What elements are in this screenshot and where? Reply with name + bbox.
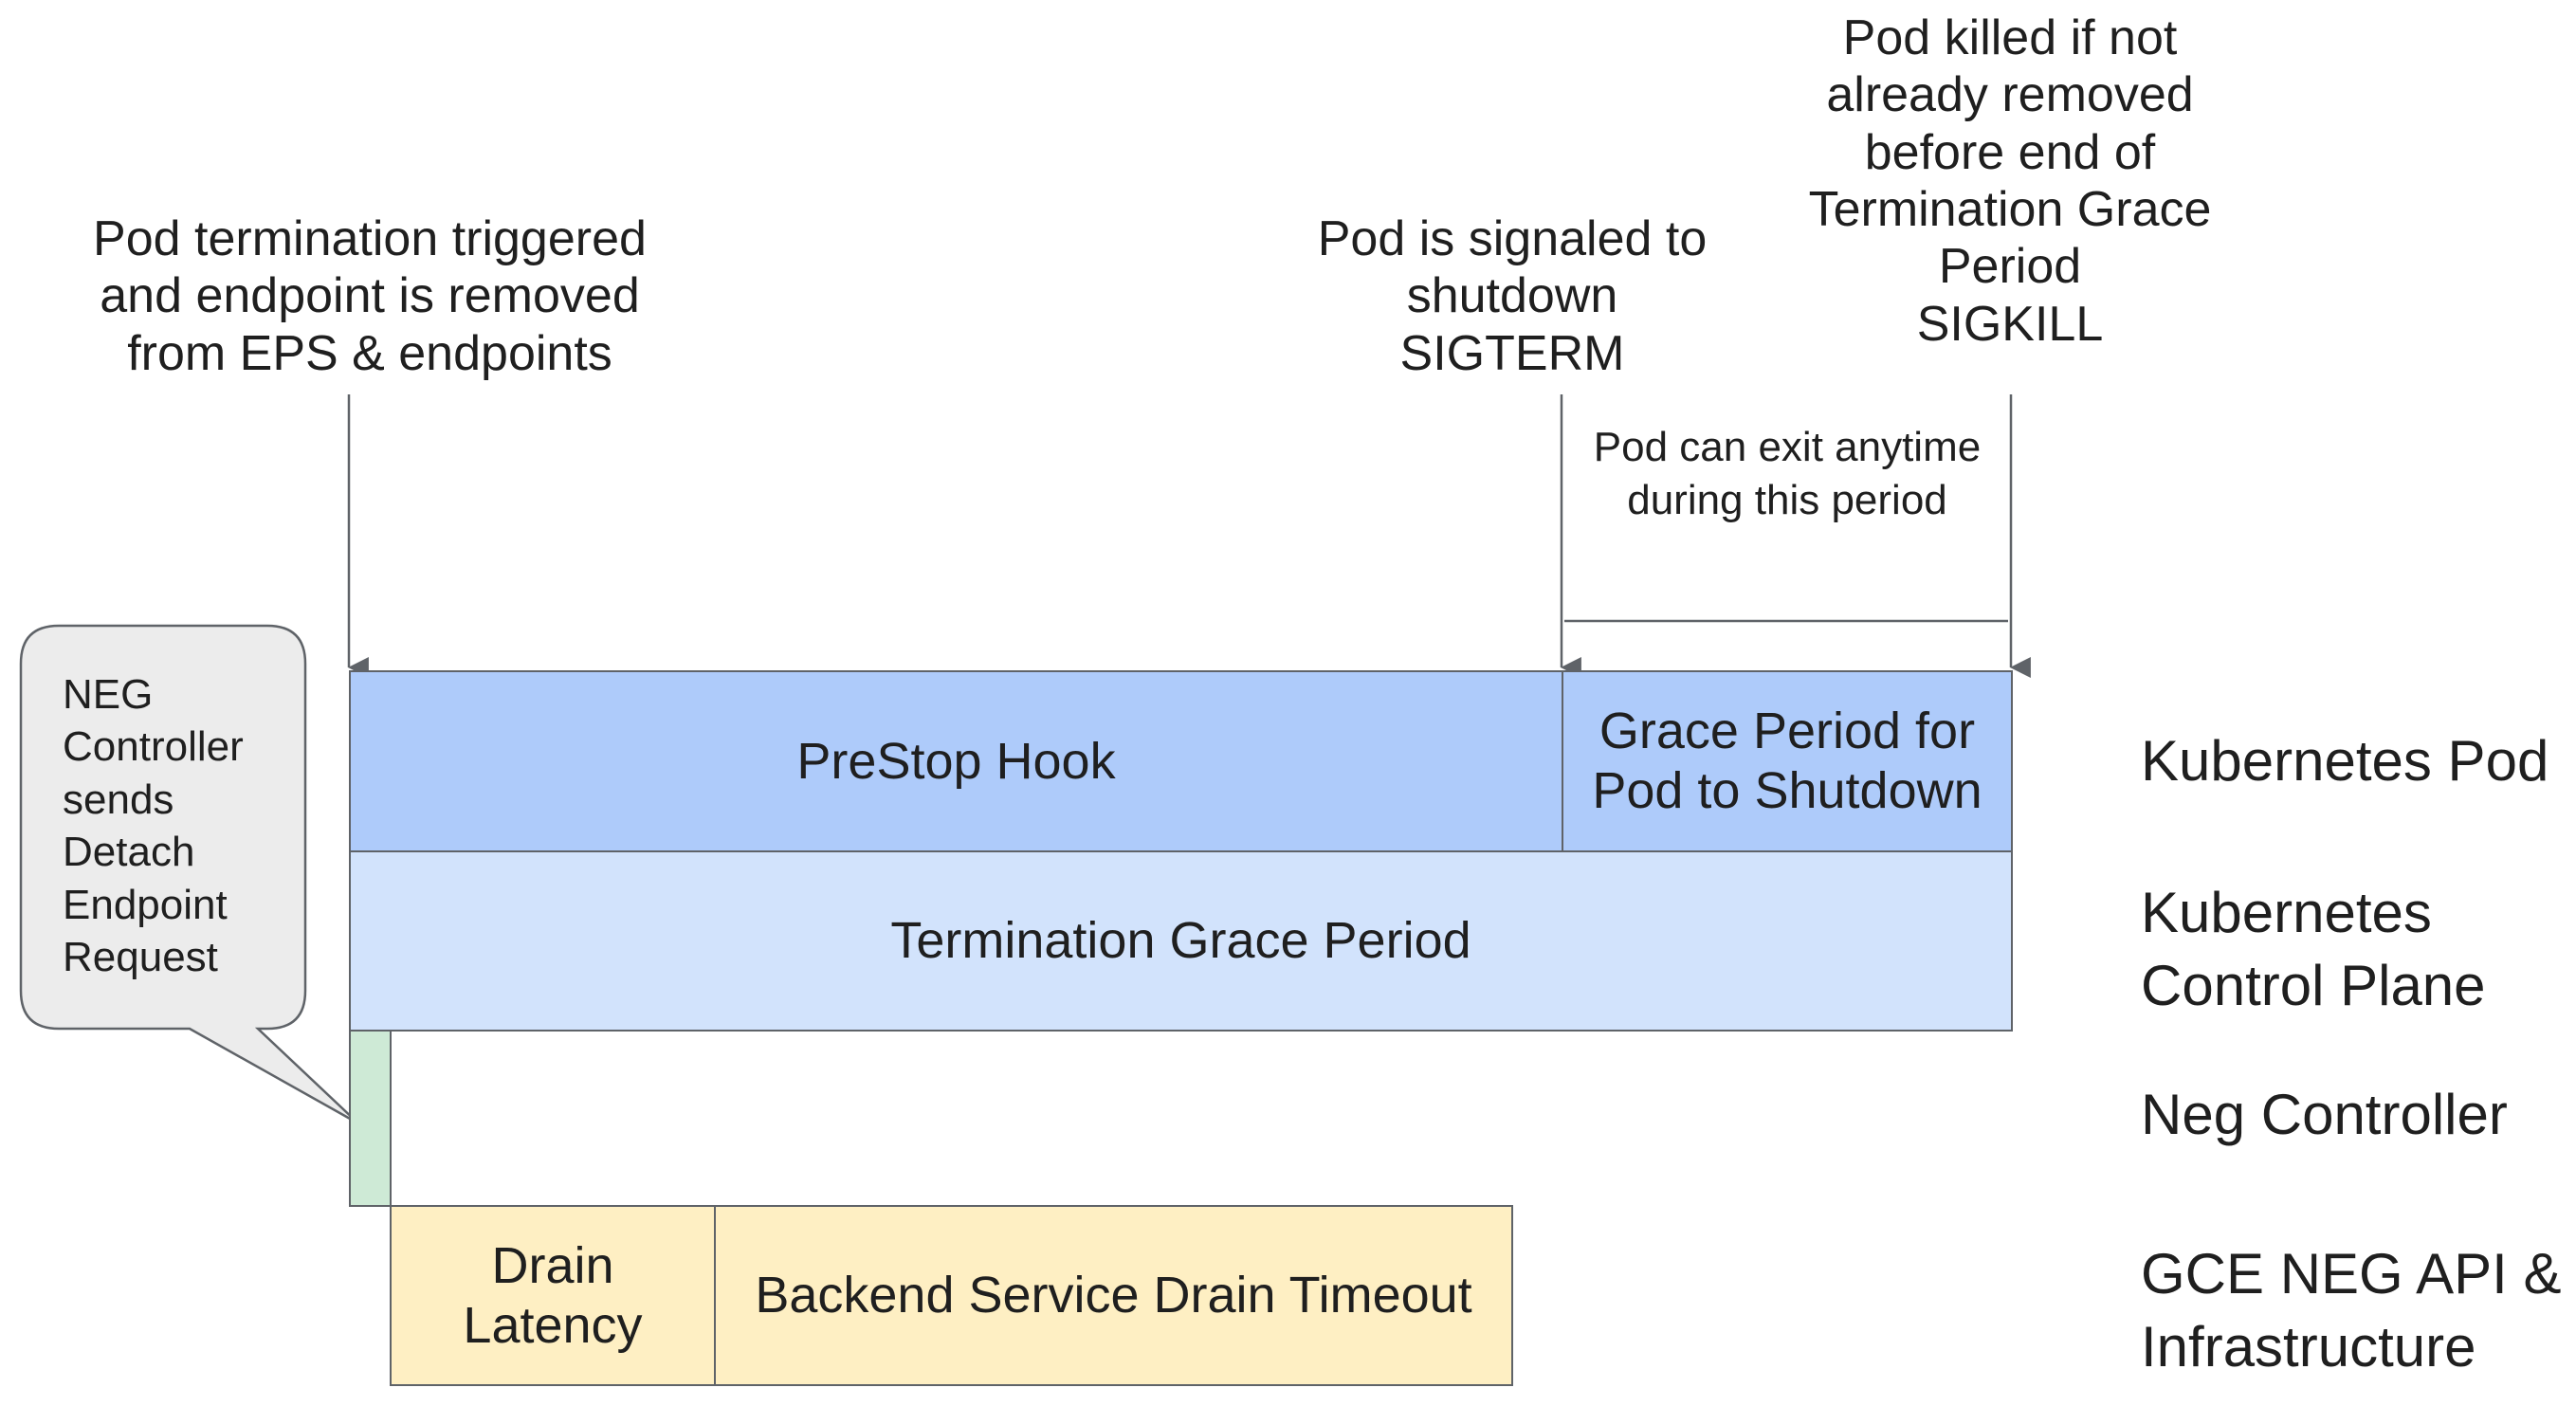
pod-termination-annotation: Pod termination triggered and endpoint i… (93, 211, 647, 381)
prestop-hook-bar: PreStop Hook (349, 670, 1563, 852)
callout-text: NEG Controller sends Detach Endpoint Req… (63, 671, 244, 981)
neg-controller-bar (349, 1030, 392, 1207)
row-label-neg-controller: Neg Controller (2141, 1083, 2508, 1146)
sigterm-annotation: Pod is signaled to shutdown SIGTERM (1317, 211, 1708, 381)
termination-grace-period-bar: Termination Grace Period (349, 850, 2013, 1032)
row-label-control-plane: Kubernetes Control Plane (2141, 881, 2486, 1017)
row-label-kubernetes-pod: Kubernetes Pod (2141, 729, 2549, 793)
grace-period-bar: Grace Period for Pod to Shutdown (1562, 670, 2013, 852)
drain-latency-bar: Drain Latency (390, 1205, 716, 1386)
sigkill-annotation: Pod killed if not already removed before… (1808, 10, 2212, 352)
backend-drain-timeout-bar: Backend Service Drain Timeout (714, 1205, 1513, 1386)
row-label-gce-neg-api: GCE NEG API & Infrastructure (2141, 1242, 2562, 1379)
exit-anytime-annotation: Pod can exit anytime during this period (1593, 424, 1982, 524)
callout-bubble (19, 624, 359, 1125)
